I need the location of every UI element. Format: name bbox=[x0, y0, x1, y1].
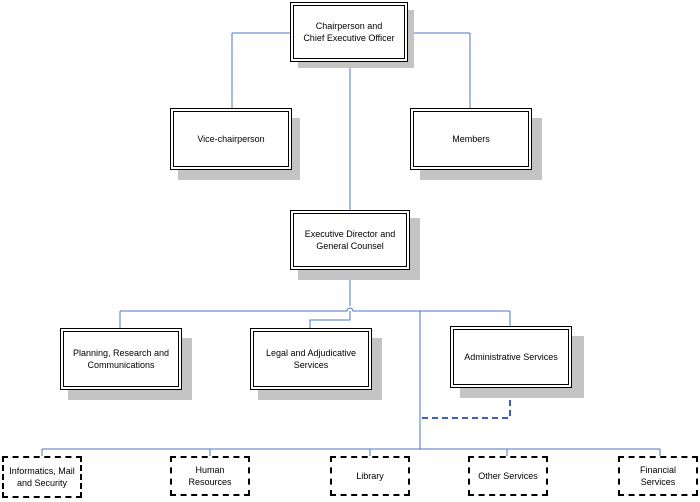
vice-chairperson-box[interactable]: Vice-chairperson bbox=[170, 108, 292, 170]
informatics-box[interactable]: Informatics, Mail and Security bbox=[2, 456, 82, 498]
executive-director-label: Executive Director and General Counsel bbox=[304, 229, 396, 251]
connector-bus-legal bbox=[309, 311, 351, 328]
connector-bus-level3 bbox=[120, 307, 510, 312]
legal-box[interactable]: Legal and Adjudicative Services bbox=[250, 328, 372, 390]
other-services-box[interactable]: Other Services bbox=[468, 456, 548, 496]
chairperson-label: Chairperson and Chief Executive Officer bbox=[303, 21, 395, 43]
members-box[interactable]: Members bbox=[410, 108, 532, 170]
chairperson-box[interactable]: Chairperson and Chief Executive Officer bbox=[290, 2, 408, 62]
vice-chairperson-label: Vice-chairperson bbox=[197, 134, 265, 144]
members-label: Members bbox=[452, 134, 490, 144]
planning-box[interactable]: Planning, Research and Communications bbox=[60, 328, 182, 390]
financial-services-label: Financial Services bbox=[639, 465, 677, 487]
legal-label: Legal and Adjudicative Services bbox=[265, 348, 357, 370]
executive-director-box[interactable]: Executive Director and General Counsel bbox=[290, 210, 410, 270]
administrative-services-box[interactable]: Administrative Services bbox=[450, 326, 572, 388]
library-box[interactable]: Library bbox=[330, 456, 410, 496]
administrative-services-label: Administrative Services bbox=[464, 352, 558, 362]
informatics-label: Informatics, Mail and Security bbox=[9, 466, 75, 488]
planning-label: Planning, Research and Communications bbox=[72, 348, 170, 370]
financial-services-box[interactable]: Financial Services bbox=[618, 456, 698, 496]
human-resources-label: Human Resources bbox=[188, 465, 232, 487]
other-services-label: Other Services bbox=[478, 471, 538, 481]
library-label: Library bbox=[356, 471, 384, 481]
human-resources-box[interactable]: Human Resources bbox=[170, 456, 250, 496]
